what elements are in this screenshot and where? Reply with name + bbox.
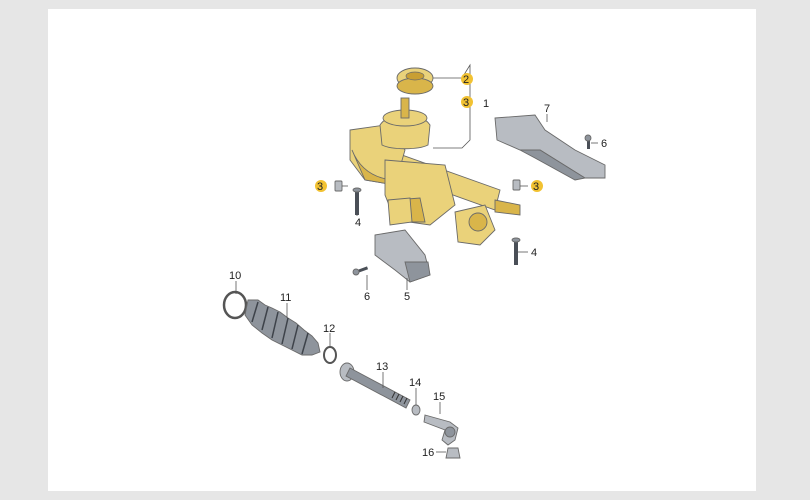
- pinion-cap[interactable]: [396, 67, 434, 95]
- callout-6-left: 6: [364, 291, 370, 303]
- callout-16: 16: [422, 447, 434, 459]
- callout-7: 7: [544, 103, 550, 115]
- callout-12: 12: [323, 323, 335, 335]
- callout-13: 13: [376, 361, 388, 373]
- bellows-boot[interactable]: [244, 299, 321, 356]
- callout-3-right-highlight: [531, 180, 543, 192]
- callout-4-left: 4: [355, 217, 361, 229]
- nut-right[interactable]: [512, 179, 521, 191]
- heat-shield[interactable]: [494, 114, 606, 181]
- callout-4-right: 4: [531, 247, 537, 259]
- callout-5: 5: [404, 291, 410, 303]
- callout-2-highlight: [461, 73, 473, 85]
- callout-14: 14: [409, 377, 421, 389]
- callout-3-left-highlight: [315, 180, 327, 192]
- boot-clamp-small[interactable]: [323, 346, 337, 364]
- callout-3-top: 3: [463, 97, 469, 109]
- lock-nut[interactable]: [411, 404, 421, 416]
- callout-1: 1: [483, 98, 489, 110]
- screw-right[interactable]: [584, 134, 592, 149]
- callout-6-right: 6: [601, 138, 607, 150]
- steering-rack-assembly[interactable]: [349, 97, 521, 246]
- tie-rod-end[interactable]: [423, 414, 459, 446]
- leader-lines: [235, 114, 598, 453]
- callout-3-highlight: [461, 96, 473, 108]
- screw-left[interactable]: [352, 266, 369, 276]
- boot-clamp-large[interactable]: [222, 290, 248, 320]
- tie-rod[interactable]: [339, 362, 411, 409]
- callout-2: 2: [463, 74, 469, 86]
- castle-nut[interactable]: [445, 447, 461, 459]
- callout-15: 15: [433, 391, 445, 403]
- callout-10: 10: [229, 270, 241, 282]
- shield-bracket[interactable]: [374, 229, 431, 283]
- nut-left[interactable]: [334, 180, 343, 192]
- callout-3-left: 3: [317, 181, 323, 193]
- callout-11: 11: [280, 292, 291, 304]
- callout-3-right: 3: [533, 181, 539, 193]
- bolt-left[interactable]: [352, 187, 362, 215]
- bolt-right[interactable]: [511, 237, 521, 265]
